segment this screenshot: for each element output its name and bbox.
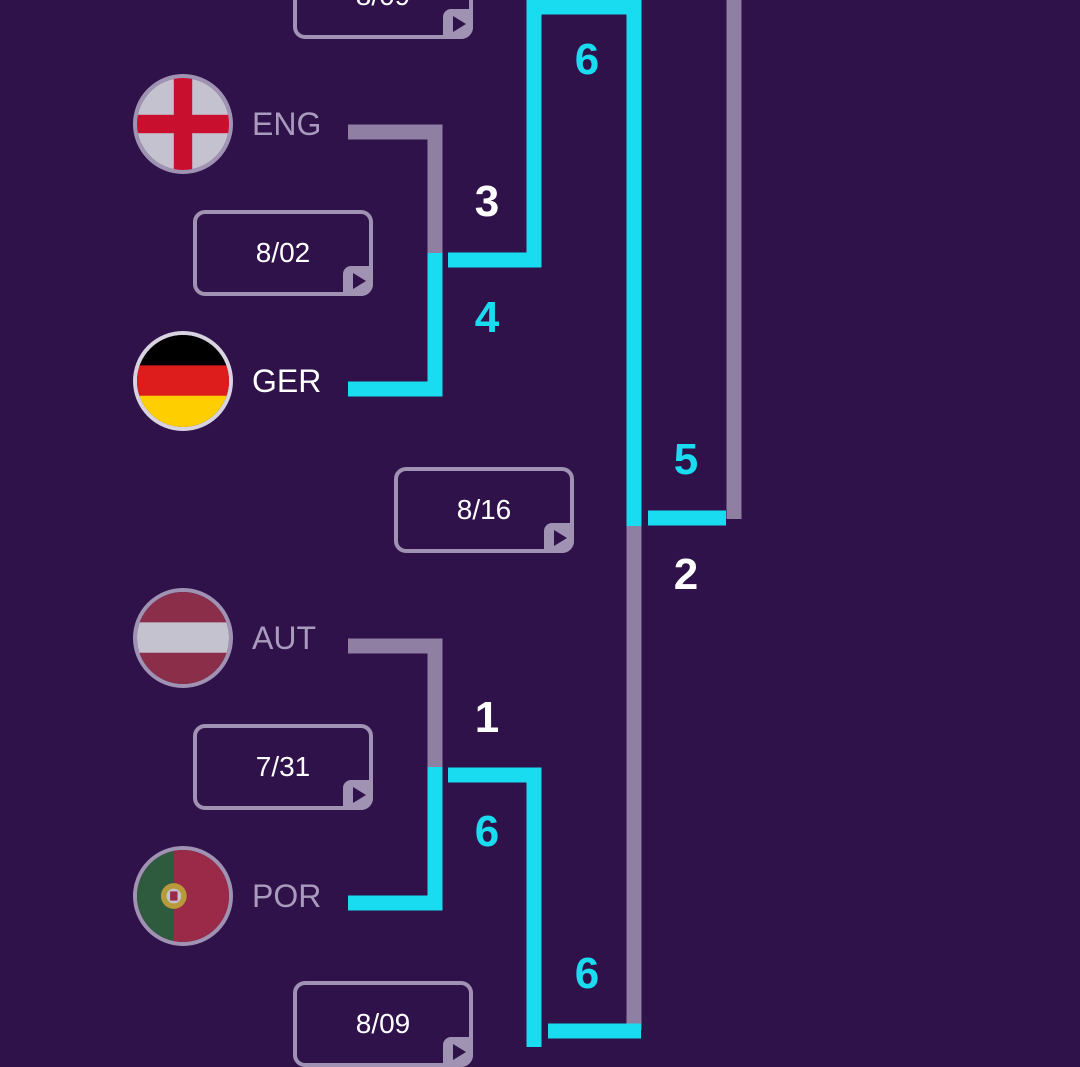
play-icon [544, 523, 574, 553]
portugal-flag-icon[interactable] [133, 846, 233, 946]
eng-line [348, 124, 443, 253]
score-top-partial: 6 [574, 35, 600, 84]
por-advance-line [448, 767, 542, 1047]
score-por: 6 [474, 807, 500, 856]
play-icon [443, 9, 473, 39]
score-lower-semi-top: 6 [574, 949, 600, 998]
team-code-por: POR [252, 878, 322, 914]
team-code-eng: ENG [252, 106, 322, 142]
play-icon [443, 1037, 473, 1067]
match-date-label: 8/02 [255, 237, 311, 268]
score-ger: 4 [474, 293, 500, 342]
aut-line [348, 638, 443, 767]
play-icon [343, 266, 373, 296]
match-date-label: 8/16 [456, 494, 512, 525]
ger-advance-line [448, 0, 542, 268]
team-code-aut: AUT [252, 620, 316, 656]
play-icon [343, 780, 373, 810]
match-date-button-bottom[interactable]: 8/09 [293, 981, 473, 1067]
por-line [348, 767, 443, 911]
score-semi-final-top: 5 [673, 435, 699, 484]
england-flag-icon[interactable] [133, 74, 233, 174]
score-eng: 3 [474, 177, 500, 226]
match-date-button-semi-final[interactable]: 8/16 [394, 467, 574, 553]
match-date-button-eng-ger[interactable]: 8/02 [193, 210, 373, 296]
germany-flag-icon[interactable] [133, 331, 233, 431]
score-semi-final-bottom: 2 [673, 550, 699, 599]
austria-flag-icon[interactable] [133, 588, 233, 688]
match-date-button-aut-por[interactable]: 7/31 [193, 724, 373, 810]
ger-line [348, 253, 443, 397]
match-date-label: 8/09 [355, 1008, 411, 1039]
team-code-ger: GER [252, 363, 322, 399]
match-date-button-top[interactable]: 8/09 [293, 0, 473, 39]
score-aut: 1 [474, 693, 500, 742]
match-date-label: 7/31 [255, 751, 311, 782]
match-date-label: 8/09 [356, 0, 411, 12]
